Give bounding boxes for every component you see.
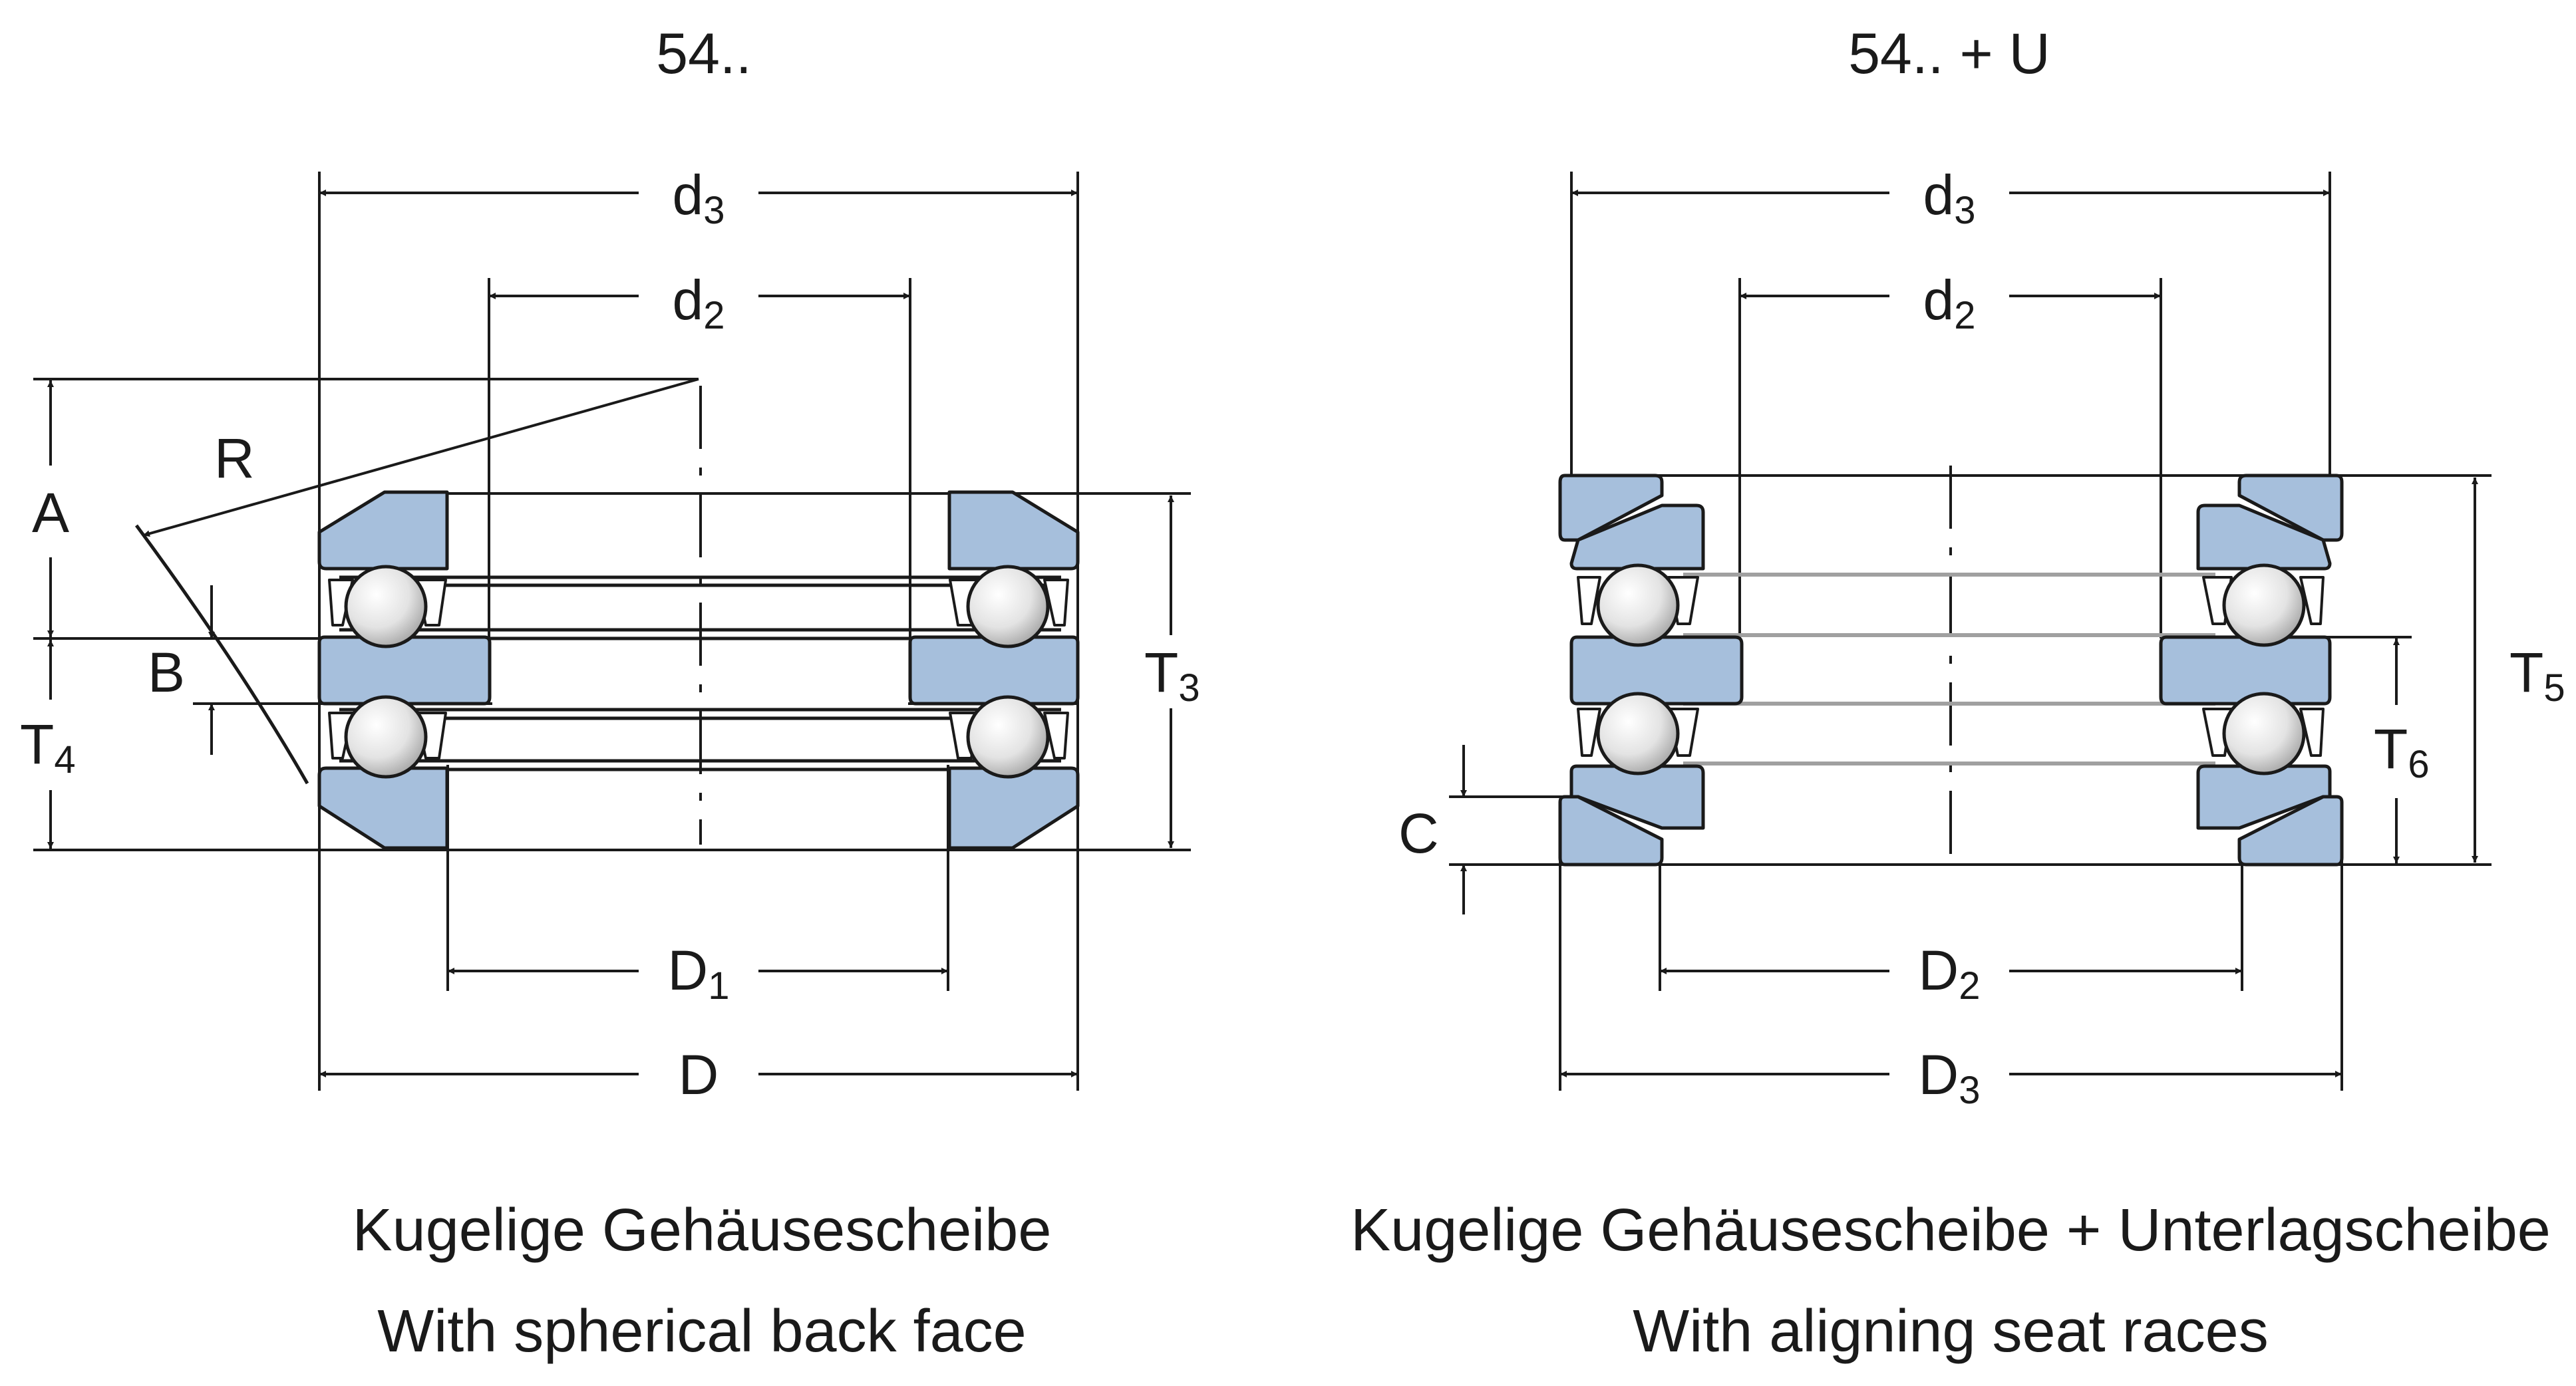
housing-washer-top-right	[947, 490, 1080, 571]
dim-right-C: C	[1398, 802, 1439, 865]
dim-left-D1: D1	[668, 939, 730, 1008]
housing-washer-bottom-left	[317, 766, 449, 850]
ball	[344, 565, 428, 648]
ball	[966, 565, 1050, 648]
dim-left-d3: d3	[673, 164, 725, 232]
ball	[1596, 563, 1680, 647]
right-drawing: 54.. + U	[1351, 22, 2565, 1365]
seat-washer-bottom-left	[1558, 795, 1664, 867]
housing-washer-top-right	[2196, 503, 2332, 571]
dim-right-d3: d3	[1923, 164, 1976, 232]
housing-washer-top-left	[317, 490, 449, 571]
ball	[2222, 692, 2306, 775]
right-caption-de: Kugelige Gehäusescheibe + Unterlagscheib…	[1351, 1197, 2551, 1264]
dim-right-D2: D2	[1919, 939, 1981, 1008]
left-caption-en: With spherical back face	[377, 1298, 1026, 1365]
seat-washer-bottom-right	[2237, 795, 2344, 867]
dim-left-A: A	[32, 482, 69, 544]
ball	[344, 695, 428, 779]
shaft-washer-left	[1569, 635, 1744, 706]
dim-right-D3: D3	[1919, 1043, 1981, 1112]
dim-right-T6: T6	[2374, 718, 2430, 786]
shaft-washer-left	[317, 635, 492, 706]
housing-washer-bottom-right	[947, 766, 1080, 850]
dim-right-T5: T5	[2509, 641, 2565, 710]
dim-left-D: D	[679, 1043, 719, 1106]
ball	[966, 695, 1050, 779]
housing-washer-bottom-right	[2196, 764, 2332, 830]
dim-left-T4: T4	[20, 713, 76, 781]
dim-right-d2: d2	[1923, 269, 1976, 337]
dim-left-B: B	[148, 641, 185, 704]
housing-washer-top-left	[1569, 503, 1705, 571]
ball	[1596, 692, 1680, 775]
dim-left-T3: T3	[1144, 641, 1200, 710]
housing-washer-bottom-left	[1569, 764, 1705, 830]
dim-left-R: R	[214, 427, 255, 489]
shaft-washer-right	[2159, 635, 2332, 706]
shaft-washer-right	[908, 635, 1080, 706]
seat-washer-top-right	[2237, 474, 2344, 542]
right-title: 54.. + U	[1848, 22, 2050, 86]
dim-left-d2: d2	[673, 269, 725, 337]
ball	[2222, 563, 2306, 647]
right-caption-en: With aligning seat races	[1633, 1298, 2268, 1365]
left-caption-de: Kugelige Gehäusescheibe	[353, 1197, 1052, 1264]
left-title: 54..	[656, 22, 751, 86]
left-drawing: 54..	[20, 22, 1200, 1365]
seat-washer-top-left	[1558, 474, 1664, 542]
